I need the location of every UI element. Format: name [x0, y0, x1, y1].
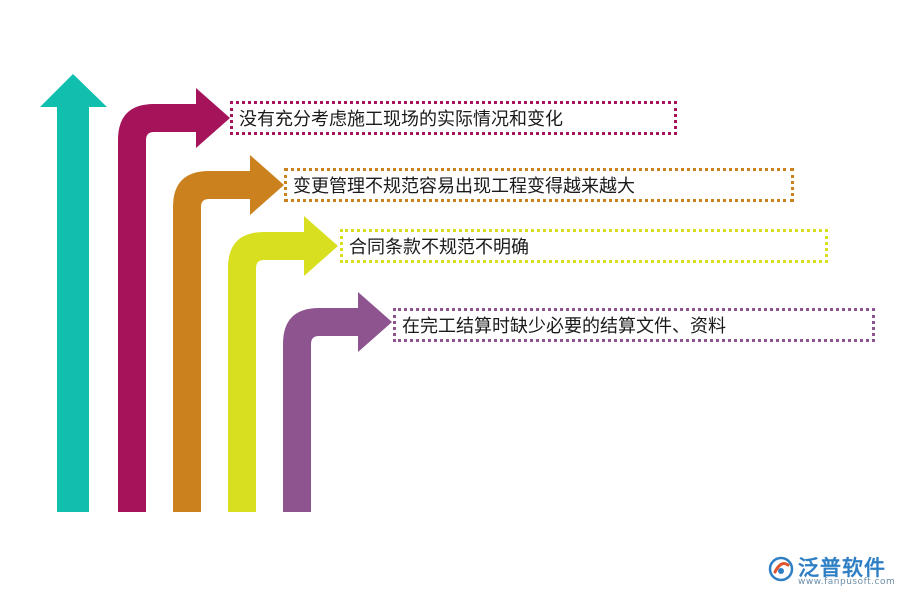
item-box-2: 变更管理不规范容易出现工程变得越来越大	[284, 168, 794, 202]
item-box-1: 没有充分考虑施工现场的实际情况和变化	[230, 101, 677, 135]
brand-logo-icon	[768, 556, 794, 582]
item-box-3: 合同条款不规范不明确	[340, 229, 828, 263]
item-box-4: 在完工结算时缺少必要的结算文件、资料	[393, 308, 875, 342]
purple-curved-arrow	[283, 292, 392, 512]
item-text-2: 变更管理不规范容易出现工程变得越来越大	[293, 176, 635, 197]
yellow-curved-arrow	[228, 216, 338, 512]
item-text-4: 在完工结算时缺少必要的结算文件、资料	[402, 316, 726, 337]
magenta-curved-arrow	[118, 88, 230, 512]
item-text-1: 没有充分考虑施工现场的实际情况和变化	[239, 109, 563, 130]
brand-url: www.fanpusoft.com	[798, 577, 896, 587]
item-text-3: 合同条款不规范不明确	[349, 237, 529, 258]
orange-curved-arrow	[173, 155, 284, 512]
teal-up-arrow	[40, 74, 107, 512]
brand-logo: 泛普软件 www.fanpusoft.com	[768, 552, 896, 590]
brand-name: 泛普软件	[798, 556, 886, 580]
